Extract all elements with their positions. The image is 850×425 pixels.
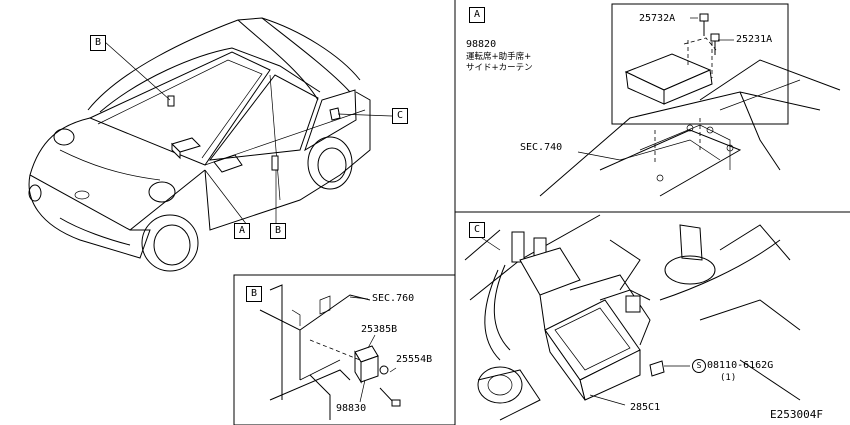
drawing-code: E253004F <box>770 408 823 421</box>
panel-b-section: SEC.760 <box>372 293 415 304</box>
panel-a-drawing <box>539 3 841 197</box>
panel-a-section: SEC.740 <box>520 142 563 153</box>
car-callout-c: C <box>392 108 408 124</box>
panel-a-kanji-line-3: サイド+カーテン <box>466 63 533 73</box>
car-callout-b-bottom: B <box>270 223 286 239</box>
panel-b-drawing <box>259 284 401 420</box>
panel-b-part-upper: 25385B <box>361 324 398 335</box>
car-callout-a: A <box>234 223 250 239</box>
panel-a-kanji-line-2: 運転席+助手席+ <box>466 52 532 62</box>
car-callout-b-top: B <box>90 35 106 51</box>
panel-c-bolt-qty: (1) <box>720 373 737 383</box>
panel-a-callout: A <box>469 7 485 23</box>
panel-a-part-left: 25732A <box>639 13 676 24</box>
panel-a-part-right: 25231A <box>736 34 773 45</box>
panel-b-part-lower: 98830 <box>336 403 367 414</box>
panel-c-bolt-symbol: S <box>692 359 706 373</box>
car-drawing <box>28 17 393 272</box>
panel-b-part-right: 25554B <box>396 354 433 365</box>
panel-c-bolt: 08110-6162G <box>707 360 774 371</box>
panel-c-drawing <box>464 214 801 421</box>
panel-b-callout: B <box>246 286 262 302</box>
panel-a-kanji-line-1: 98820 <box>466 39 497 50</box>
panel-c-callout: C <box>469 222 485 238</box>
panel-c-part: 285C1 <box>630 402 661 413</box>
bolt-symbol-text: S <box>696 361 702 370</box>
